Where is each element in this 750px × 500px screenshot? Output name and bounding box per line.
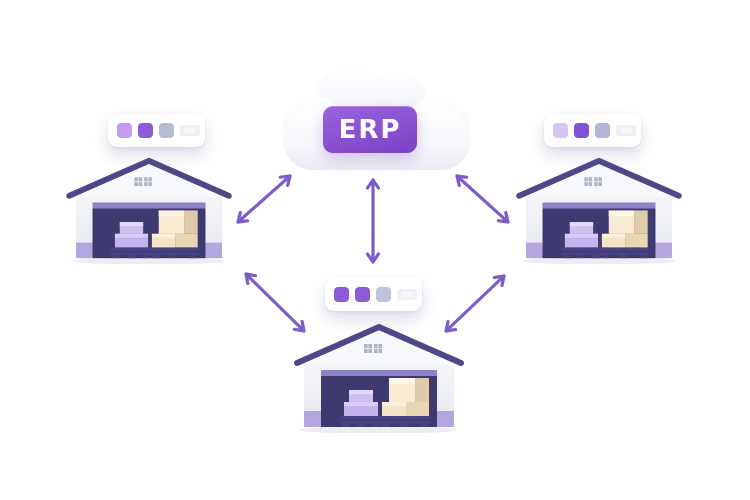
status-square [553, 123, 568, 138]
status-square [138, 123, 153, 138]
status-card-bottom [325, 278, 422, 311]
status-card-left [108, 114, 205, 147]
status-card-right [544, 114, 641, 147]
arrow-cloud-warehouse-left [236, 174, 292, 224]
arrow-warehouse-left-bottom [244, 272, 306, 333]
erp-badge: ERP [323, 106, 417, 153]
arrow-cloud-warehouse-right [455, 174, 510, 224]
status-pill-inner [184, 128, 196, 133]
status-square [334, 287, 349, 302]
status-pill-inner [620, 128, 632, 133]
warehouse-right [516, 152, 682, 264]
status-square [117, 123, 132, 138]
status-square [159, 123, 174, 138]
status-square [574, 123, 589, 138]
status-square [595, 123, 610, 138]
status-square [355, 287, 370, 302]
status-pill-inner [401, 292, 413, 297]
status-square [376, 287, 391, 302]
warehouse-bottom [294, 318, 464, 433]
warehouse-left [66, 152, 232, 264]
status-pill [397, 289, 417, 300]
arrow-warehouse-right-bottom [444, 274, 506, 333]
status-pill [180, 125, 200, 136]
status-pill [616, 125, 636, 136]
